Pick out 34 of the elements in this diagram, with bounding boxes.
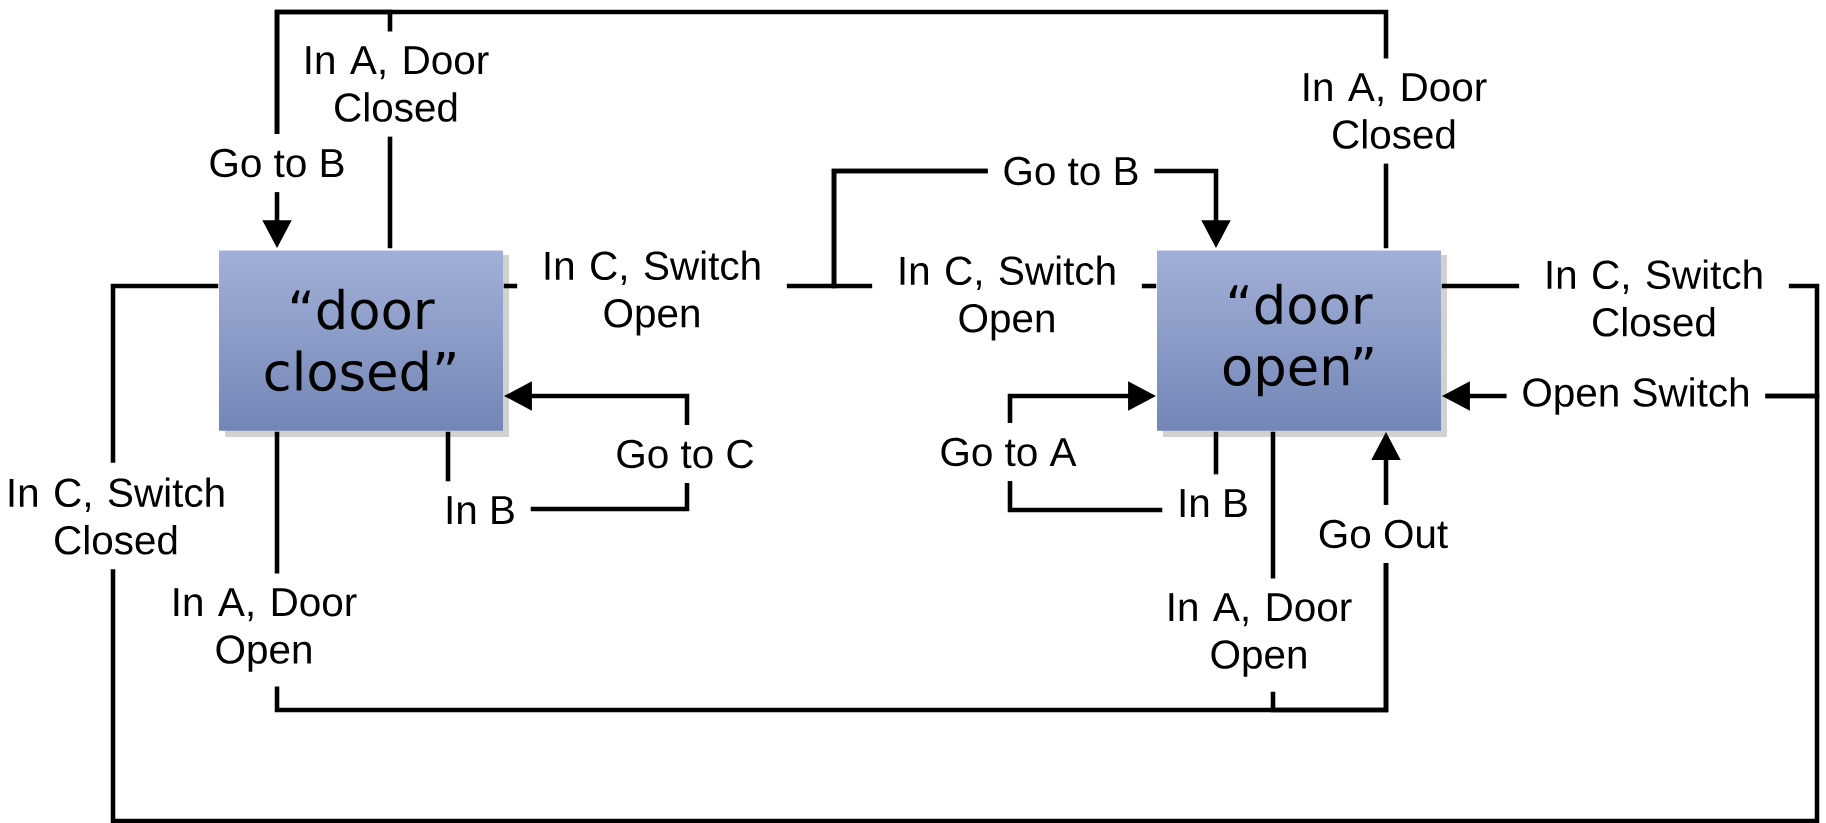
connector-line: [1213, 431, 1219, 475]
action-label: Go to C: [617, 439, 754, 469]
connector-line: [110, 283, 219, 463]
connector-line: [387, 136, 393, 249]
action-label: Go to B: [1004, 156, 1138, 186]
connector-line: [445, 431, 451, 482]
connector-line: [1383, 163, 1389, 249]
condition-label: In C, Switch Open: [900, 255, 1115, 341]
condition-label: In B: [447, 496, 514, 524]
condition-label: In C, Switch Closed: [9, 477, 224, 555]
connector-line: [1441, 283, 1520, 289]
condition-label: In A, Door Open: [174, 588, 357, 672]
action-label: Go to B: [210, 148, 344, 178]
action-label: Open Switch: [1523, 377, 1748, 415]
connector-line: [110, 393, 1820, 823]
connector-line: [831, 168, 988, 289]
connector-line: [1270, 563, 1389, 713]
condition-label: In B: [1180, 489, 1247, 517]
condition-label: In A, Door Open: [1169, 593, 1352, 677]
condition-label: In C, Switch Closed: [1547, 259, 1762, 337]
condition-label: In A, Door Closed: [306, 46, 489, 122]
state-box: “door open”: [1156, 250, 1447, 437]
condition-label: In A, Door Closed: [1304, 73, 1487, 149]
state-box: “door closed”: [218, 250, 509, 437]
connector-line: [1270, 431, 1276, 579]
action-label: Go Out: [1319, 519, 1448, 549]
connector-line: [274, 431, 280, 574]
action-label: Go to A: [941, 437, 1077, 467]
connector-line: [1007, 481, 1163, 513]
connector-line: [1141, 283, 1157, 289]
connector-line: [530, 483, 690, 512]
condition-label: In C, Switch Open: [545, 250, 760, 336]
connector-line: [503, 283, 518, 289]
connector-line: [274, 9, 1389, 134]
